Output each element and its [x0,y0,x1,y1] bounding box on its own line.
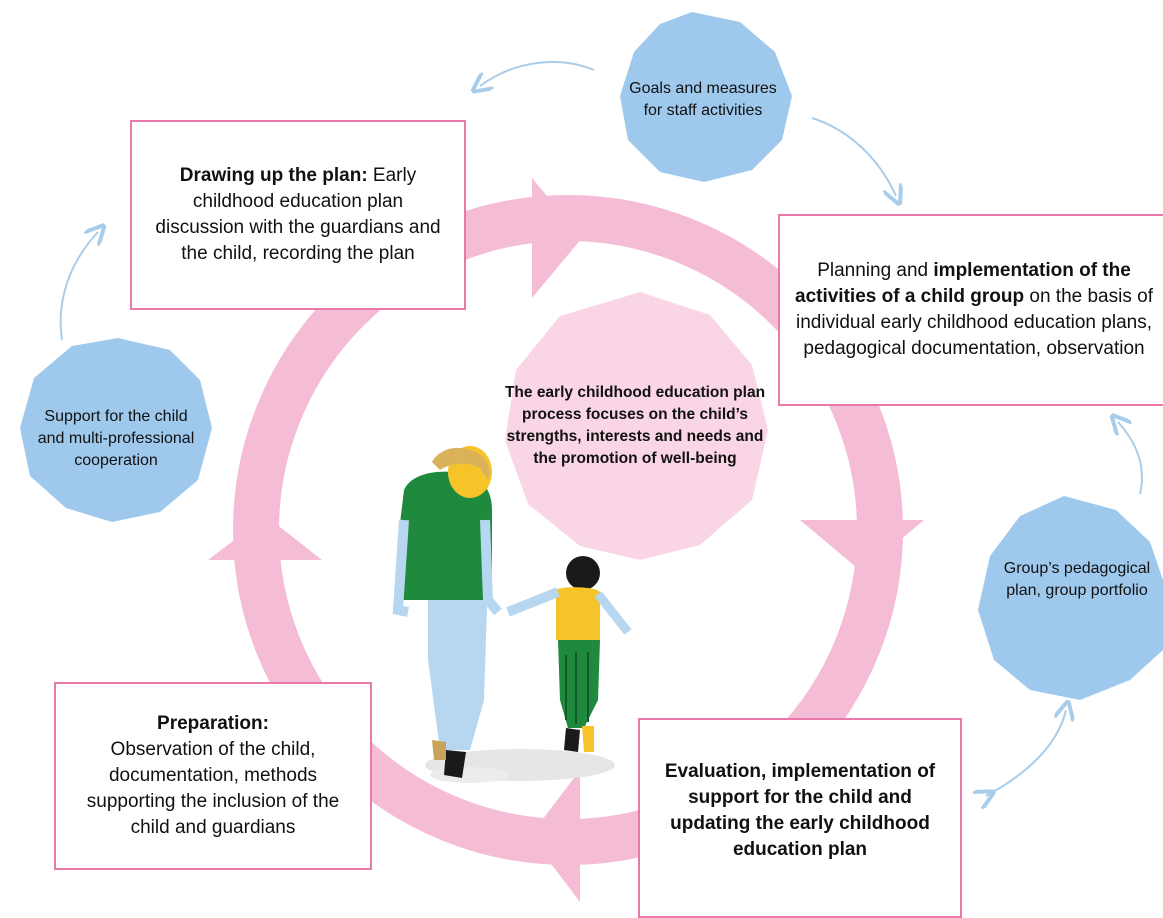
center-statement: The early childhood education plan proce… [500,336,770,516]
cycle-arrow-right [800,520,924,572]
cycle-arrow-left [208,516,322,560]
cycle-arrow-top [532,178,582,298]
connector-group-evaluation [986,710,1066,796]
connector-goals-to-drawing [480,61,595,86]
connector-goals-to-planning [811,117,896,196]
center-statement-text: The early childhood education plan proce… [504,384,766,467]
group-bubble: Group’s pedagogical plan, group portfoli… [992,540,1162,620]
evaluation-box: Evaluation, implementation of support fo… [638,718,962,918]
connector-group-to-planning [1118,422,1143,495]
support-bubble-text: Support for the child and multi-professi… [37,408,195,469]
group-bubble-shape [978,496,1163,700]
support-bubble-shape [20,338,212,522]
evaluation-heading: Evaluation, implementation of support fo… [664,761,936,860]
drawing-plan-body: Early childhood education plan discussio… [155,165,441,264]
planning-body: on the basis of individual early childho… [796,286,1153,359]
group-bubble-text: Group’s pedagogical plan, group portfoli… [1003,560,1151,599]
support-bubble: Support for the child and multi-professi… [30,384,202,494]
planning-box: Planning and implementation of the activ… [778,214,1163,406]
preparation-body: Observation of the child, documentation,… [86,739,340,838]
center-blob [505,292,768,560]
drawing-plan-box: Drawing up the plan: Early childhood edu… [130,120,466,310]
connector-support-to-drawing [59,232,98,341]
cycle-arrow-bottom [530,770,580,902]
goals-bubble-shape [620,12,792,182]
drawing-plan-text: Drawing up the plan: Early childhood edu… [154,163,442,267]
drawing-plan-heading: Drawing up the plan: [179,165,368,186]
preparation-heading: Preparation: [157,713,269,734]
cycle-ring [208,178,924,902]
planning-heading: implementation of the activities of a ch… [795,260,1131,307]
planning-intro: Planning and [817,260,934,281]
preparation-box: Preparation: Observation of the child, d… [54,682,372,870]
goals-bubble: Goals and measures for staff activities [628,60,778,140]
walking-figures-illustration [392,446,632,783]
connector-arrows [59,61,1143,796]
goals-bubble-text: Goals and measures for staff activities [629,80,777,119]
planning-text: Planning and implementation of the activ… [794,258,1154,362]
